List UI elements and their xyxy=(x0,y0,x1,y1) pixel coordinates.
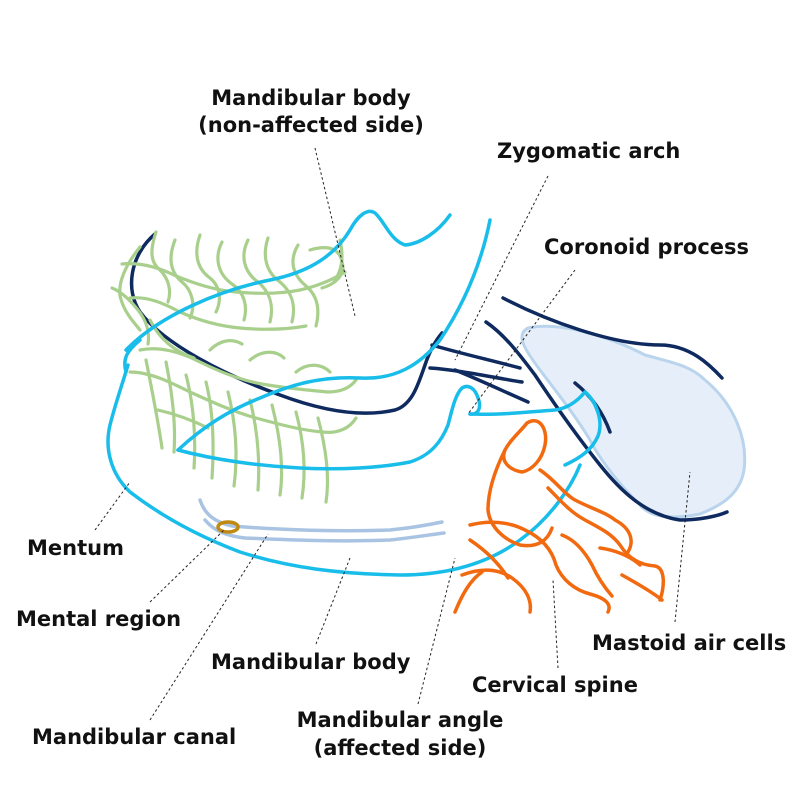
mandibular-canal xyxy=(198,498,446,543)
leader-zygomatic-arch xyxy=(454,175,549,361)
label-zygomatic-arch: Zygomatic arch xyxy=(497,139,680,163)
leader-mandibular-body xyxy=(315,557,351,645)
label-cervical-spine: Cervical spine xyxy=(472,673,638,697)
label-coronoid-process: Coronoid process xyxy=(544,235,749,259)
leader-mandibular-body-non-affected xyxy=(314,147,356,317)
leader-mandibular-angle xyxy=(417,557,456,705)
mental-foramen-ring xyxy=(216,520,240,534)
label-mandibular-body-non-affected-line2: (non-affected side) xyxy=(198,113,424,137)
leader-cervical-spine xyxy=(552,579,559,669)
label-mandibular-canal: Mandibular canal xyxy=(32,725,236,749)
mandible-outline xyxy=(106,209,602,577)
mastoid-air-cells-shape xyxy=(520,324,747,519)
teeth-lower-arch xyxy=(128,339,358,504)
leader-lines xyxy=(94,147,691,721)
label-mental-region: Mental region xyxy=(16,607,181,631)
cervical-spine xyxy=(453,419,666,614)
label-mastoid-air-cells: Mastoid air cells xyxy=(592,631,786,655)
leader-mandibular-canal xyxy=(149,533,269,721)
leader-mentum xyxy=(94,481,131,531)
leader-mental-region xyxy=(149,529,225,603)
leader-mastoid-air-cells xyxy=(674,471,691,623)
label-mandibular-angle-line1: Mandibular angle xyxy=(297,708,504,732)
label-mandibular-body-non-affected-line1: Mandibular body xyxy=(211,86,411,110)
label-mentum: Mentum xyxy=(27,536,124,560)
label-mandibular-body: Mandibular body xyxy=(211,650,411,674)
label-mandibular-angle-line2: (affected side) xyxy=(314,736,487,760)
